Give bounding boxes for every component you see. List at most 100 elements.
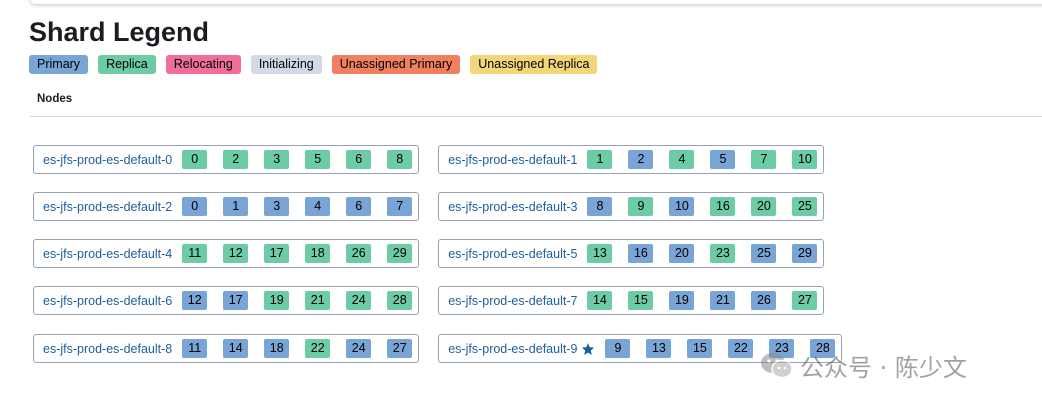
shard-badge-replica[interactable]: 13 — [587, 244, 613, 263]
shard-badge-primary[interactable]: 21 — [710, 291, 736, 310]
shard-badge-replica[interactable]: 11 — [182, 244, 208, 263]
shard-badge-replica[interactable]: 9 — [628, 197, 654, 216]
shard-badge-primary[interactable]: 10 — [669, 197, 695, 216]
node-name[interactable]: es-jfs-prod-es-default-4 — [43, 247, 172, 261]
legend-badge-primary: Primary — [29, 55, 89, 74]
shard-badge-primary[interactable]: 6 — [346, 197, 372, 216]
shard-badge-primary[interactable]: 25 — [751, 244, 777, 263]
shard-badge-replica[interactable]: 29 — [387, 244, 413, 263]
shard-badge-replica[interactable]: 3 — [264, 150, 290, 169]
node-name[interactable]: es-jfs-prod-es-default-9 — [448, 342, 595, 356]
shard-badge-primary[interactable]: 15 — [687, 339, 713, 358]
legend-badge-unassigned-primary: Unassigned Primary — [331, 55, 461, 74]
shard-badge-replica[interactable]: 12 — [223, 244, 249, 263]
node-name[interactable]: es-jfs-prod-es-default-2 — [43, 200, 172, 214]
divider — [30, 116, 1042, 117]
node-name[interactable]: es-jfs-prod-es-default-5 — [448, 247, 577, 261]
node-name-text: es-jfs-prod-es-default-5 — [448, 246, 578, 261]
shard-badge-primary[interactable]: 12 — [182, 291, 208, 310]
shard-badge-replica[interactable]: 1 — [587, 150, 613, 169]
watermark-text: 公众号 · 陈少文 — [800, 354, 967, 382]
shard-badge-replica[interactable]: 26 — [346, 244, 372, 263]
shard-list: 12 17 19 21 24 28 — [182, 291, 413, 310]
shard-list: 14 15 19 21 26 27 — [587, 291, 818, 310]
shard-badge-replica[interactable]: 21 — [305, 291, 331, 310]
shard-badge-primary[interactable]: 17 — [223, 291, 249, 310]
shard-badge-primary[interactable]: 29 — [792, 244, 818, 263]
node-name[interactable]: es-jfs-prod-es-default-6 — [43, 294, 172, 308]
shard-badge-primary[interactable]: 0 — [182, 197, 208, 216]
master-star-icon — [581, 342, 595, 356]
node-card[interactable]: es-jfs-prod-es-default-7 14 15 19 21 26 27 — [438, 286, 825, 315]
node-card[interactable]: es-jfs-prod-es-default-6 12 17 19 21 24 28 — [33, 286, 420, 315]
node-name-text: es-jfs-prod-es-default-6 — [43, 293, 173, 308]
shard-badge-primary[interactable]: 18 — [264, 339, 290, 358]
shard-badge-replica[interactable]: 6 — [346, 150, 372, 169]
shard-badge-replica[interactable]: 16 — [710, 197, 736, 216]
shard-badge-primary[interactable]: 26 — [751, 291, 777, 310]
shard-badge-replica[interactable]: 24 — [346, 291, 372, 310]
node-name-text: es-jfs-prod-es-default-7 — [448, 293, 578, 308]
shard-badge-primary[interactable]: 14 — [223, 339, 249, 358]
shard-badge-primary[interactable]: 16 — [628, 244, 654, 263]
shard-badge-replica[interactable]: 25 — [792, 197, 818, 216]
shard-badge-replica[interactable]: 2 — [223, 150, 249, 169]
shard-badge-primary[interactable]: 7 — [387, 197, 413, 216]
node-name[interactable]: es-jfs-prod-es-default-8 — [43, 342, 172, 356]
watermark: 公众号 · 陈少文 — [760, 348, 967, 383]
shard-badge-primary[interactable]: 1 — [223, 197, 249, 216]
shard-badge-primary[interactable]: 27 — [387, 339, 413, 358]
shard-badge-replica[interactable]: 28 — [387, 291, 413, 310]
legend-badge-initializing: Initializing — [250, 55, 322, 74]
shard-badge-primary[interactable]: 24 — [346, 339, 372, 358]
shard-badge-replica[interactable]: 18 — [305, 244, 331, 263]
shard-badge-replica[interactable]: 19 — [264, 291, 290, 310]
shard-badge-replica[interactable]: 17 — [264, 244, 290, 263]
shard-badge-replica[interactable]: 14 — [587, 291, 613, 310]
shard-badge-replica[interactable]: 15 — [628, 291, 654, 310]
shard-badge-primary[interactable]: 13 — [646, 339, 672, 358]
node-card[interactable]: es-jfs-prod-es-default-4 11 12 17 18 26 29 — [33, 239, 420, 268]
node-name[interactable]: es-jfs-prod-es-default-7 — [448, 294, 577, 308]
shard-badge-replica[interactable]: 0 — [182, 150, 208, 169]
shard-badge-replica[interactable]: 8 — [387, 150, 413, 169]
node-card[interactable]: es-jfs-prod-es-default-8 11 14 18 22 24 27 — [33, 334, 420, 363]
shard-badge-primary[interactable]: 11 — [182, 339, 208, 358]
shard-badge-replica[interactable]: 5 — [305, 150, 331, 169]
shard-badge-replica[interactable]: 4 — [669, 150, 695, 169]
shard-badge-primary[interactable]: 4 — [305, 197, 331, 216]
shard-badge-replica[interactable]: 23 — [710, 244, 736, 263]
node-name[interactable]: es-jfs-prod-es-default-1 — [448, 153, 577, 167]
shard-badge-replica[interactable]: 10 — [792, 150, 818, 169]
shard-badge-primary[interactable]: 22 — [728, 339, 754, 358]
node-name-text: es-jfs-prod-es-default-9 — [448, 341, 578, 356]
shard-badge-primary[interactable]: 20 — [669, 244, 695, 263]
shard-badge-primary[interactable]: 8 — [587, 197, 613, 216]
shard-badge-replica[interactable]: 22 — [305, 339, 331, 358]
shard-badge-replica[interactable]: 27 — [792, 291, 818, 310]
node-name[interactable]: es-jfs-prod-es-default-3 — [448, 200, 577, 214]
shard-badge-replica[interactable]: 7 — [751, 150, 777, 169]
legend-badge-unassigned-replica: Unassigned Replica — [470, 55, 598, 74]
shard-badge-primary[interactable]: 9 — [605, 339, 631, 358]
shard-badge-primary[interactable]: 5 — [710, 150, 736, 169]
node-name[interactable]: es-jfs-prod-es-default-0 — [43, 153, 172, 167]
shard-badge-primary[interactable]: 28 — [810, 339, 836, 358]
node-name-text: es-jfs-prod-es-default-4 — [43, 246, 173, 261]
shard-badge-primary[interactable]: 2 — [628, 150, 654, 169]
shard-badge-replica[interactable]: 20 — [751, 197, 777, 216]
node-card[interactable]: es-jfs-prod-es-default-5 13 16 20 23 25 29 — [438, 239, 825, 268]
shard-badge-primary[interactable]: 3 — [264, 197, 290, 216]
tab-nodes[interactable]: Nodes — [37, 93, 73, 105]
shard-badge-primary[interactable]: 19 — [669, 291, 695, 310]
